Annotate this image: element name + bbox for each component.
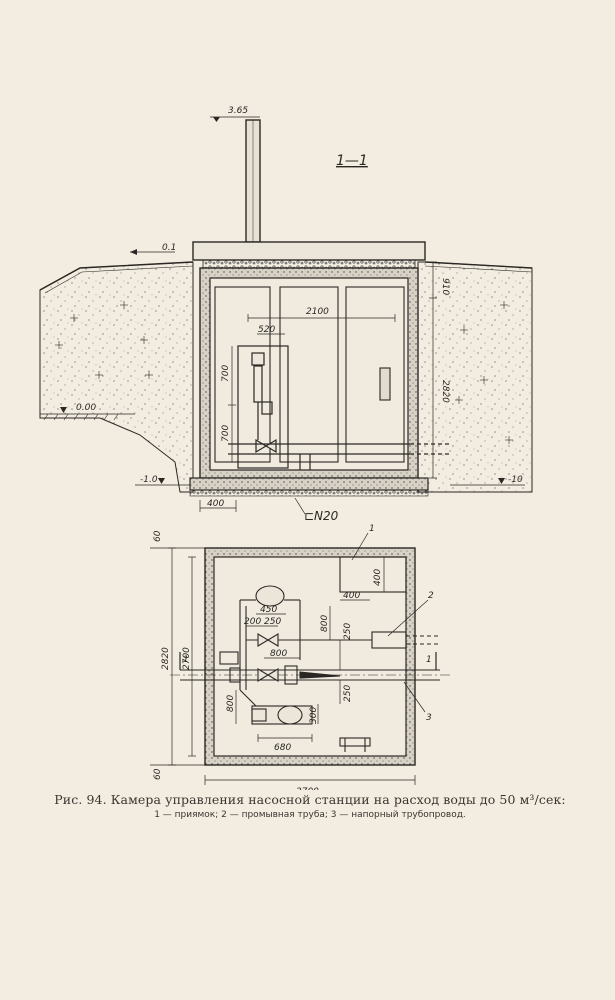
soil-fill xyxy=(39,261,194,493)
elevation-ground-left: 0.00 xyxy=(76,403,96,413)
elevation-floor-right: -10 xyxy=(508,475,523,485)
dim-plan-250-c: 250 xyxy=(343,685,353,702)
dim-plan-250-a: 250 xyxy=(264,617,281,627)
dim-plan-800-h: 800 xyxy=(270,649,287,659)
channel-label: ⊏N20 xyxy=(304,509,339,523)
dim-plan-800-left: 800 xyxy=(226,695,236,712)
callout-3: 3 xyxy=(426,713,432,723)
sump-pit xyxy=(339,556,407,593)
dim-plan-300: 300 xyxy=(309,707,319,724)
dim-plan-60-top: 60 xyxy=(153,530,163,542)
plan-piping xyxy=(219,585,371,752)
technical-drawing: 1—1 3.65 xyxy=(39,106,533,790)
section-cut-left: 1 xyxy=(183,655,189,665)
figure-legend: 1 — приямок; 2 — промывная труба; 3 — на… xyxy=(154,810,466,820)
insulation-layer xyxy=(202,259,416,269)
dim-plan-2700-v: 2700 xyxy=(182,647,192,670)
dim-plan-250-b: 250 xyxy=(343,623,353,640)
elevation-top: 3.65 xyxy=(228,106,248,116)
dim-520: 520 xyxy=(258,325,275,335)
dim-plan-200: 200 xyxy=(244,617,261,627)
dim-inner-width: 2100 xyxy=(306,307,329,317)
section-piping xyxy=(228,345,450,470)
dim-plan-400-h: 400 xyxy=(343,591,360,601)
soil-fill-right xyxy=(417,261,533,493)
dim-plan-680: 680 xyxy=(274,743,291,753)
cover-slab xyxy=(192,241,426,261)
dim-plan-800-v: 800 xyxy=(320,615,330,632)
dim-2820: 2820 xyxy=(440,380,450,403)
section-cut-right: 1 xyxy=(426,655,432,665)
vent-pipe xyxy=(210,116,261,243)
elevation-floor-left: -1.0 xyxy=(140,475,158,485)
elevation-ground-right: 0.1 xyxy=(162,243,176,253)
floor-slab xyxy=(189,477,429,491)
dim-plan-400-v: 400 xyxy=(373,569,383,586)
dim-plan-60-bottom: 60 xyxy=(153,768,163,780)
chamber-interior xyxy=(209,277,409,471)
dim-plan-2820: 2820 xyxy=(161,647,171,670)
callout-2: 2 xyxy=(428,591,434,601)
dim-700-upper: 700 xyxy=(221,365,231,382)
section-view: 1—1 3.65 xyxy=(39,106,533,523)
figure-caption: Рис. 94. Камера управления насосной стан… xyxy=(54,792,566,807)
dim-400-floor: 400 xyxy=(207,499,224,509)
dim-910: 910 xyxy=(440,278,450,295)
dim-plan-450: 450 xyxy=(260,605,277,615)
dim-plan-2700-h: 2700 xyxy=(296,787,319,790)
plan-view: 1 1 60 xyxy=(150,524,450,790)
dim-700-lower: 700 xyxy=(221,425,231,442)
callout-1: 1 xyxy=(369,524,375,534)
section-label: 1—1 xyxy=(336,153,368,169)
